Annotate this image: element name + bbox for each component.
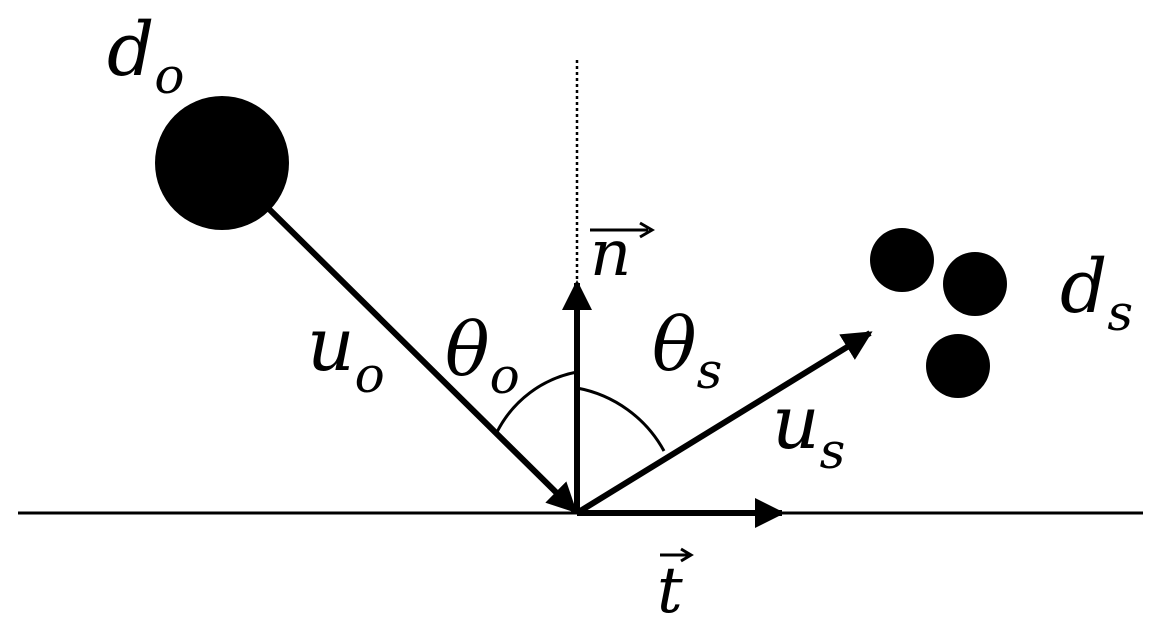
splash-diameter-label: ds (1060, 244, 1133, 342)
svg-text:n: n (590, 217, 631, 291)
overarrow-head (680, 547, 694, 563)
incoming-velocity-arrow (265, 205, 578, 514)
splash-velocity-label: us (772, 380, 845, 480)
incoming-angle-label: θo (445, 307, 520, 405)
normal-vector-label: n (590, 217, 655, 291)
splash-droplet (870, 228, 934, 292)
tangent-vector-label: t (657, 547, 694, 628)
splash-angle-arc (576, 386, 666, 452)
incoming-velocity-label: uo (307, 302, 385, 404)
overarrow-head (639, 221, 655, 239)
splash-droplet (926, 334, 990, 398)
splash-droplet (943, 252, 1007, 316)
splash-velocity-arrow (575, 330, 873, 516)
incoming-angle-arc (495, 370, 578, 433)
incoming-droplet (155, 96, 289, 230)
svg-text:t: t (657, 554, 683, 628)
incoming-diameter-label: do (107, 7, 184, 105)
splash-angle-label: θs (652, 302, 722, 400)
